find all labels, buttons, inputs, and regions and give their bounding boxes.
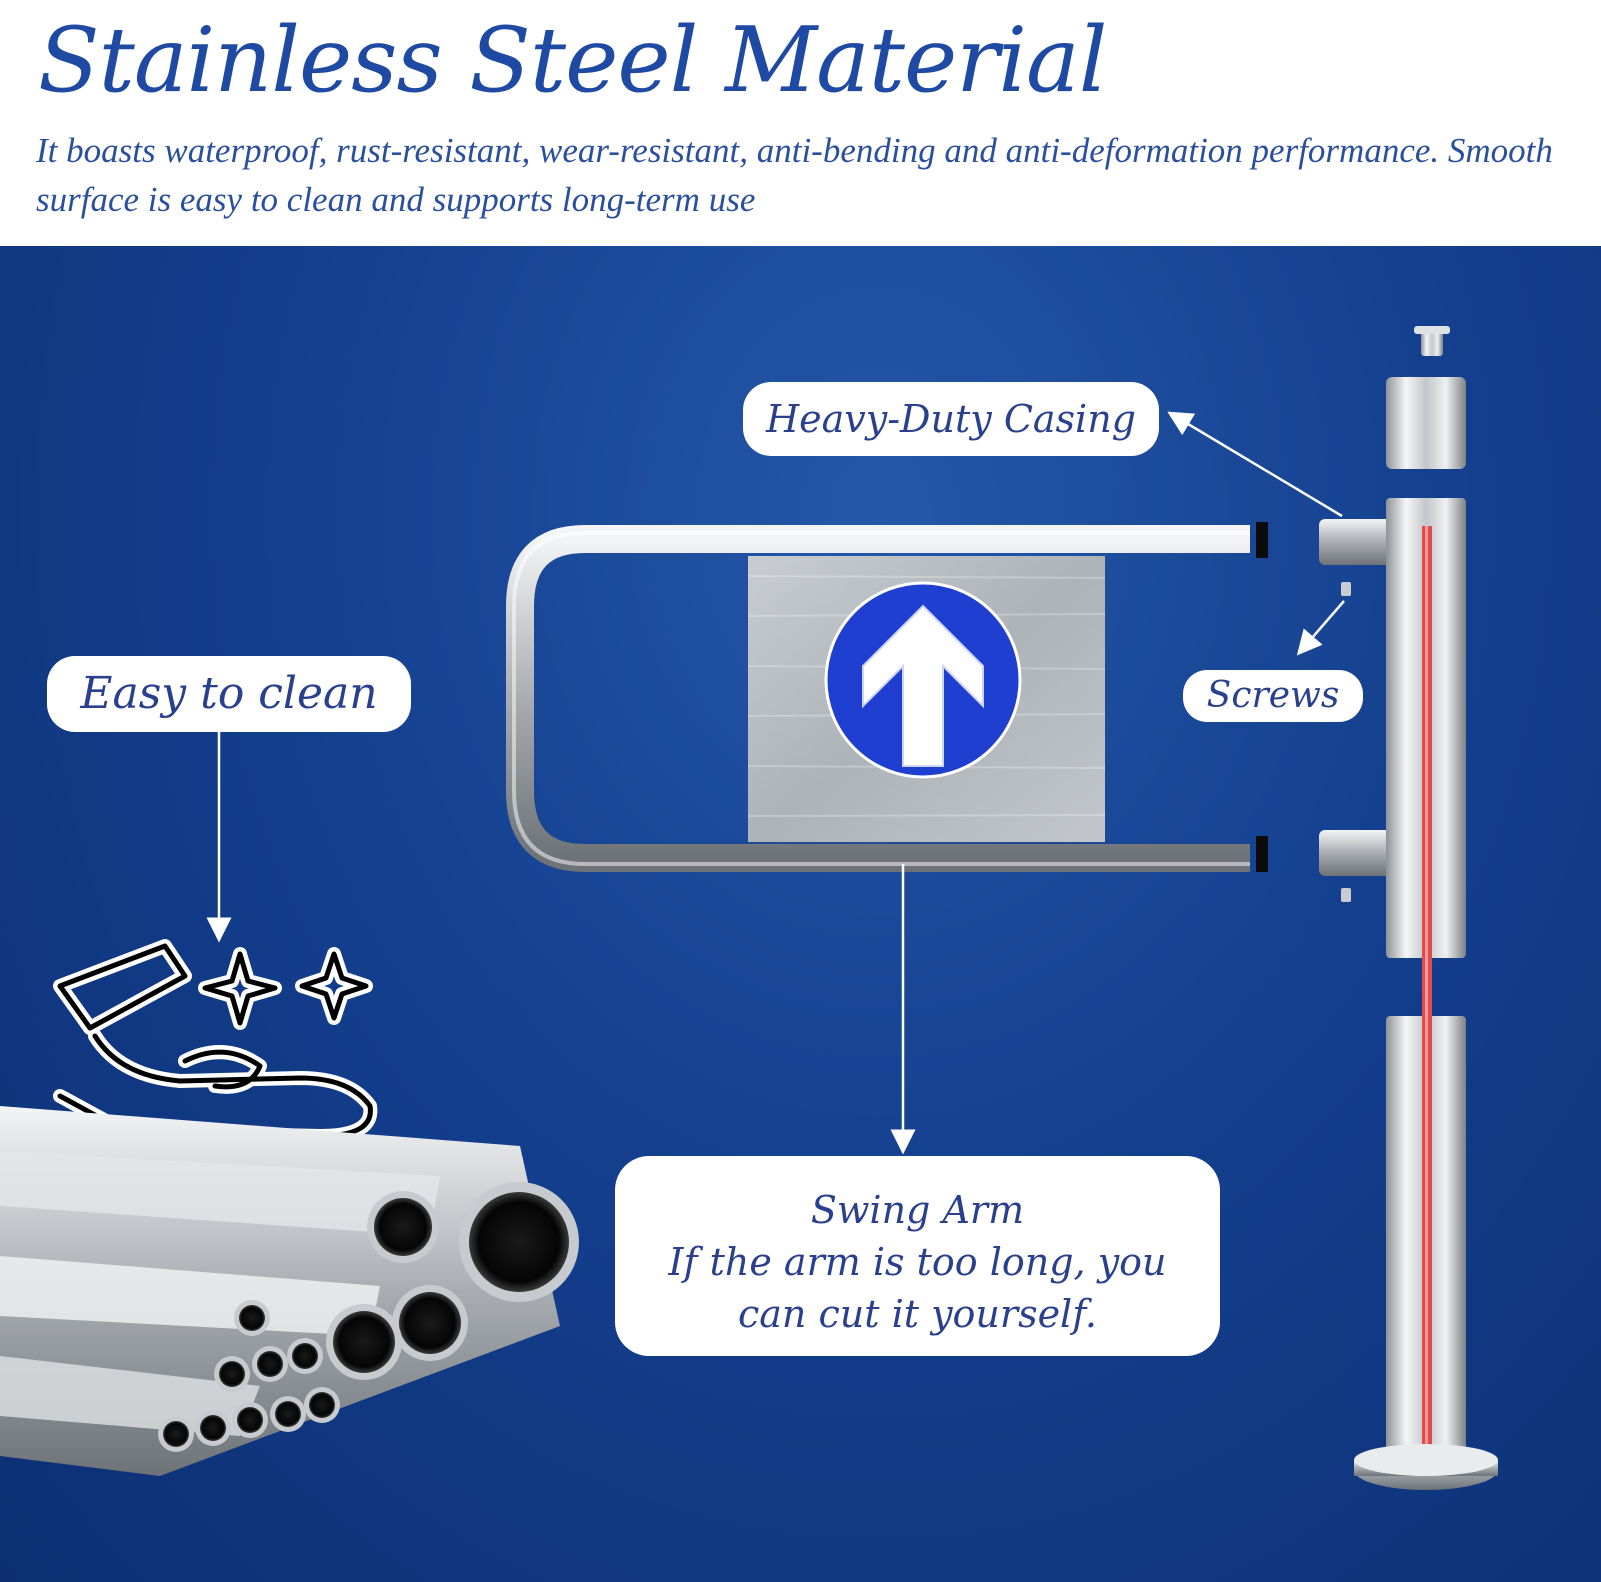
page-title: Stainless Steel Material bbox=[38, 8, 1107, 113]
screw-bottom bbox=[1341, 888, 1351, 902]
page-subtitle: It boasts waterproof, rust-resistant, we… bbox=[36, 131, 1553, 219]
swing-arm-title: Swing Arm bbox=[810, 1188, 1025, 1232]
up-arrow-icon bbox=[862, 604, 984, 767]
screws-arrow bbox=[1296, 600, 1345, 656]
steel-pipes-bundle bbox=[0, 1106, 579, 1476]
swing-arm-loop bbox=[506, 525, 1250, 872]
product-illustration: Heavy-Duty Casing Easy to clean Screws S… bbox=[0, 246, 1601, 1582]
post-cap bbox=[1386, 377, 1466, 469]
lower-hinge bbox=[1319, 830, 1391, 876]
gate-illustration bbox=[0, 326, 1498, 1490]
swing-arm-description: If the arm is too long, you can cut it y… bbox=[668, 1240, 1167, 1336]
callout-screws: Screws bbox=[1183, 670, 1363, 722]
callout-easy-to-clean: Easy to clean bbox=[47, 656, 411, 732]
callout-heavy-duty-casing: Heavy-Duty Casing bbox=[743, 382, 1159, 456]
upper-hinge bbox=[1319, 519, 1391, 565]
callout-swing-arm: Swing Arm If the arm is too long, you ca… bbox=[615, 1156, 1220, 1356]
screw-top bbox=[1341, 582, 1351, 596]
post-cap-pin bbox=[1421, 332, 1443, 356]
header: Stainless Steel Material It boasts water… bbox=[0, 0, 1601, 246]
hand-wiping-icon bbox=[53, 939, 378, 1146]
casing-arrow bbox=[1167, 411, 1343, 518]
